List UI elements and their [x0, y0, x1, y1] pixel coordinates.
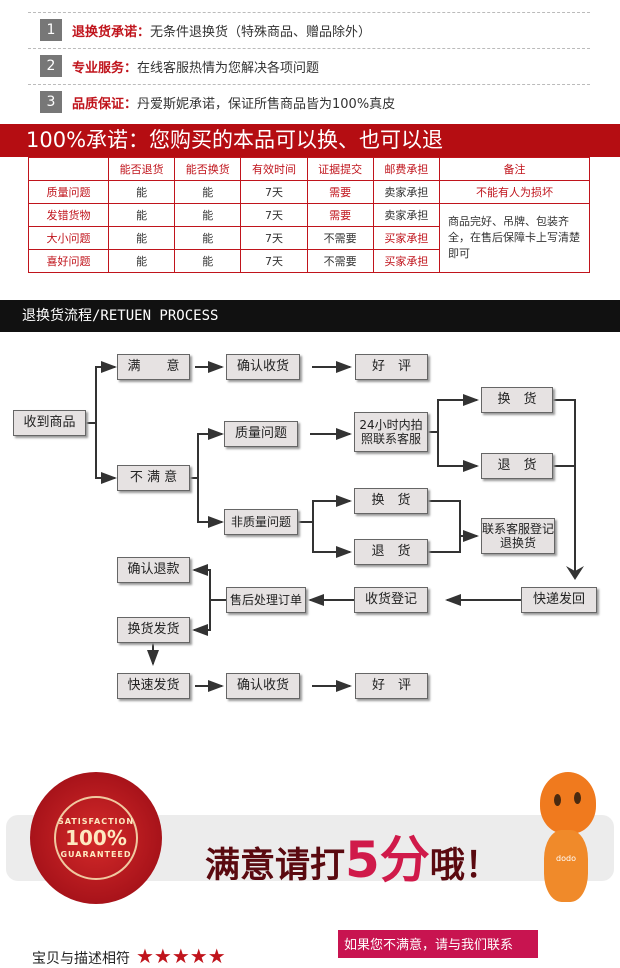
cell: 喜好问题: [28, 249, 109, 273]
cell: 能: [107, 226, 176, 250]
rating-five: 5分: [345, 831, 430, 889]
table-header-row: 能否退货 能否换货 有效时间 证据提交 邮费承担 备注: [28, 157, 590, 181]
promise-banner: 100%承诺：您购买的本品可以换、也可以退: [0, 124, 620, 157]
cell: 不需要: [306, 226, 374, 250]
cell: 不需要: [306, 249, 374, 273]
promise-item: 3 品质保证：丹爱斯妮承诺，保证所售商品皆为100%真皮: [40, 91, 395, 113]
divider: [28, 84, 590, 85]
cell: 能: [174, 203, 242, 227]
cell: 能: [174, 226, 242, 250]
promise-key: 专业服务：: [72, 60, 138, 76]
seal-bottom-text: GUARANTEED: [60, 850, 132, 859]
promise-number: 2: [40, 55, 62, 77]
flow-confirm-refund: 确认退款: [117, 557, 190, 583]
cell: 买家承担: [372, 226, 441, 250]
flow-praise: 好 评: [355, 354, 428, 380]
flow-return: 退 货: [481, 453, 553, 479]
promise-text: 丹爱斯妮承诺，保证所售商品皆为100%真皮: [137, 96, 396, 112]
seal-top-text: SATISFACTION: [57, 817, 135, 826]
promise-item: 2 专业服务：在线客服热情为您解决各项问题: [40, 55, 319, 77]
rating-post: 哦！: [429, 846, 500, 886]
flow-exchange: 换 货: [354, 488, 428, 514]
header-cell: 能否退货: [107, 157, 176, 181]
header-cell: 有效时间: [240, 157, 308, 181]
header-cell: [28, 157, 109, 181]
cell: 7天: [240, 180, 308, 204]
cell: 需要: [306, 203, 374, 227]
flow-process-order: 售后处理订单: [226, 587, 306, 613]
note-cell: 商品完好、吊牌、包装齐全，在售后保障卡上写清楚即可: [439, 203, 590, 273]
mascot-logo: dodo: [544, 830, 588, 902]
flow-quality-issue: 质量问题: [224, 421, 298, 447]
promise-key: 品质保证：: [72, 96, 138, 112]
flow-confirm-receipt: 确认收货: [226, 673, 300, 699]
cell: 需要: [306, 180, 374, 204]
flow-exchange-ship: 换货发货: [117, 617, 190, 643]
contact-notice: 如果您不满意，请与我们联系: [338, 930, 538, 958]
promise-key: 退换货承诺：: [72, 24, 151, 40]
process-title: 退换货流程/RETUEN PROCESS: [0, 300, 620, 332]
cell: 7天: [240, 203, 308, 227]
flow-praise: 好 评: [355, 673, 428, 699]
promise-number: 3: [40, 91, 62, 113]
divider: [28, 12, 590, 13]
rating-headline: 满意请打5分哦！: [205, 820, 500, 892]
header-cell: 能否换货: [174, 157, 242, 181]
flow-non-quality-issue: 非质量问题: [224, 509, 298, 535]
flow-ship-back: 快递发回: [521, 587, 597, 613]
flow-confirm-receipt: 确认收货: [226, 354, 300, 380]
flow-photo-contact: 24小时内拍照联系客服: [354, 412, 428, 452]
cell: 卖家承担: [372, 180, 441, 204]
promise-text: 无条件退换货（特殊商品、赠品除外）: [150, 24, 372, 40]
cell: 卖家承担: [372, 203, 441, 227]
flow-satisfied: 满 意: [117, 354, 190, 380]
flow-receive-register: 收货登记: [354, 587, 428, 613]
cell: 能: [107, 249, 176, 273]
mascot-image: dodo: [532, 772, 602, 912]
promise-text: 在线客服热情为您解决各项问题: [137, 60, 320, 76]
flow-received: 收到商品: [13, 410, 86, 436]
rating-pre: 满意请打: [205, 846, 346, 886]
flow-return: 退 货: [354, 539, 428, 565]
cell: 买家承担: [372, 249, 441, 273]
cell: 7天: [240, 249, 308, 273]
flow-contact-register: 联系客服登记退换货: [481, 518, 555, 554]
flow-fast-ship: 快速发货: [117, 673, 190, 699]
promise-item: 1 退换货承诺：无条件退换货（特殊商品、赠品除外）: [40, 19, 371, 41]
rating-item: 宝贝与描述相符 ★★★★★: [32, 944, 226, 968]
flow-exchange: 换 货: [481, 387, 553, 413]
star-rating-icon: ★★★★★: [136, 944, 226, 968]
rating-label: 宝贝与描述相符: [32, 951, 130, 967]
flow-unsatisfied: 不 满 意: [117, 465, 190, 491]
promise-number: 1: [40, 19, 62, 41]
divider: [28, 48, 590, 49]
seal-center-text: 100%: [65, 826, 127, 850]
